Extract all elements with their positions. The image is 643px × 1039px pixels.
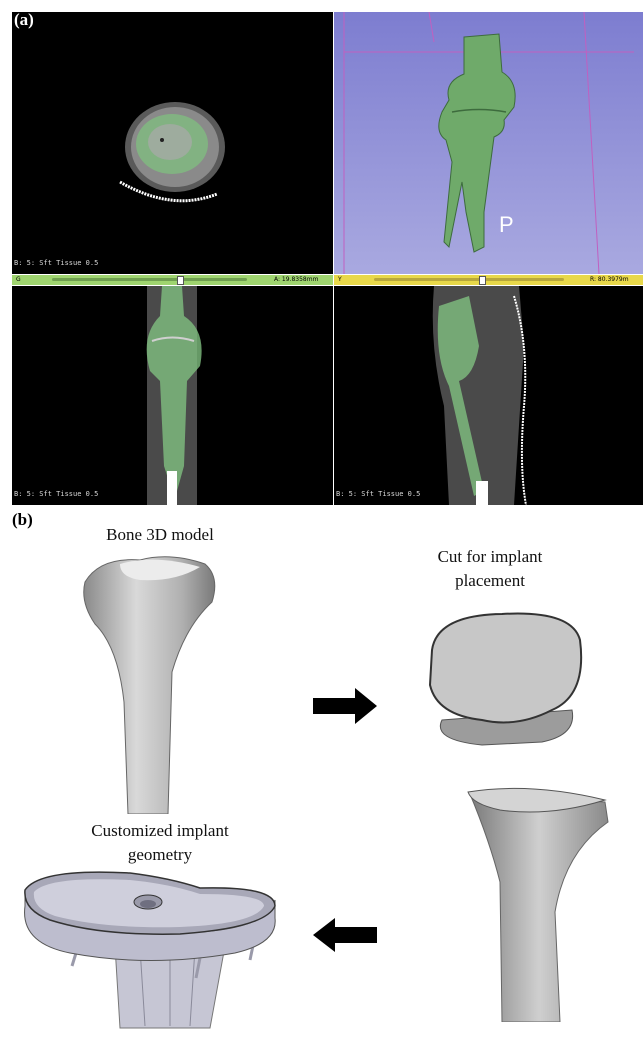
coronal-slice-image [12,286,333,505]
axial-overlay-text: B: 5: Sft Tissue 0.5 [14,259,98,267]
panel-b-label: (b) [12,510,33,530]
3d-view[interactable]: P [334,12,643,274]
coronal-slider-readout: A: 19.8358mm [274,276,318,283]
sagittal-slice-image [334,286,643,505]
axial-slice-image [12,12,333,274]
3d-bone-render [334,12,643,274]
left-arrow-icon [313,918,377,952]
cut-tibia-side-view [460,782,610,1022]
sagittal-slider-readout: R: 80.3979m [590,276,629,283]
cut-caption-line2: placement [400,570,580,592]
bone-3d-model [80,552,230,814]
axial-view[interactable]: (a) B: 5: Sft Tissue 0.5 [12,12,333,274]
sagittal-slider-handle[interactable] [479,276,486,285]
bone-model-caption: Bone 3D model [70,524,250,546]
implant-caption-line2: geometry [60,844,260,866]
coronal-slider-handle[interactable] [177,276,184,285]
coronal-slider[interactable]: G A: 19.8358mm [12,275,333,285]
cut-caption-line1: Cut for implant [400,546,580,568]
sagittal-slider-track[interactable] [374,278,564,281]
panel-a: (a) B: 5: Sft Tissue 0.5 P G A: 19.8358m… [12,12,643,505]
coronal-slider-track[interactable] [52,278,247,281]
customized-implant-model [20,868,280,1036]
cut-tibia-top-view [422,610,592,750]
coronal-overlay-text: B: 5: Sft Tissue 0.5 [14,490,98,498]
orientation-letter: P [499,212,514,238]
sagittal-slider[interactable]: Y R: 80.3979m [334,275,643,285]
panel-a-label: (a) [14,12,34,30]
sagittal-view[interactable]: B: 5: Sft Tissue 0.5 [334,286,643,505]
implant-caption-line1: Customized implant [60,820,260,842]
sagittal-slider-tag: Y [338,276,342,283]
coronal-view[interactable]: B: 5: Sft Tissue 0.5 [12,286,333,505]
coronal-slider-tag: G [16,276,21,283]
right-arrow-icon [313,688,377,724]
sagittal-overlay-text: B: 5: Sft Tissue 0.5 [336,490,420,498]
